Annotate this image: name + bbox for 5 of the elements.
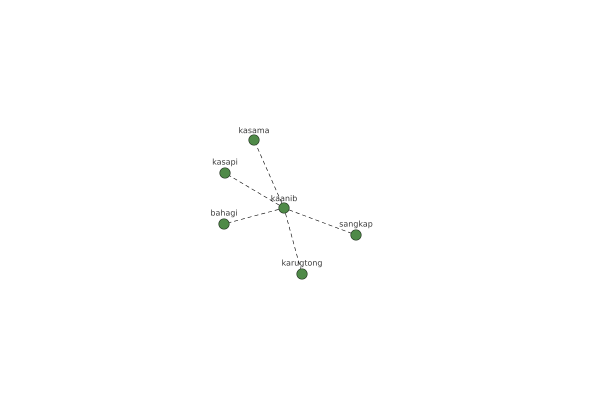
connector-line <box>288 210 352 234</box>
connector-line <box>256 144 282 204</box>
connector-line <box>229 209 279 223</box>
connector-line <box>229 176 280 206</box>
connector-line <box>285 213 301 269</box>
